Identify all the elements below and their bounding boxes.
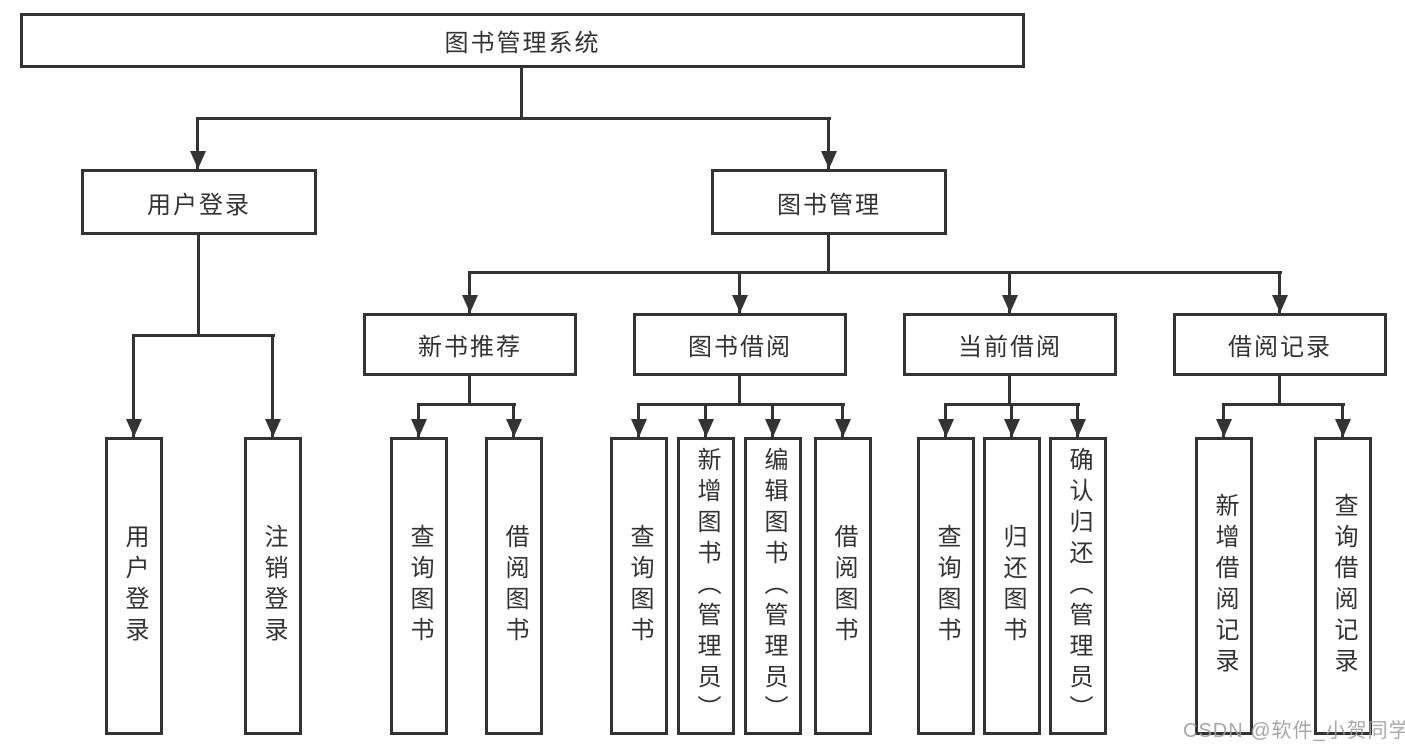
arrow-down-icon bbox=[1216, 419, 1232, 437]
arrow-down-icon bbox=[265, 419, 281, 437]
node-leaf-query-borrow-record: 查询借阅记录 bbox=[1314, 437, 1372, 735]
arrow-down-icon bbox=[1272, 295, 1288, 313]
connector-drop-level3 bbox=[468, 273, 471, 313]
node-leaf-query-books-recommend: 查询图书 bbox=[390, 437, 448, 735]
connector-drop-level3 bbox=[1008, 273, 1011, 313]
node-label: 注销登录 bbox=[260, 524, 287, 648]
arrow-down-icon bbox=[835, 419, 851, 437]
connector-drop-book-management bbox=[827, 117, 830, 169]
connector-group-stem bbox=[468, 376, 471, 405]
connector-group-rail bbox=[944, 403, 1080, 406]
node-user-login: 用户登录 bbox=[81, 169, 317, 235]
arrow-down-icon bbox=[462, 295, 478, 313]
node-label: 图书管理系统 bbox=[444, 30, 601, 57]
connector-group-rail bbox=[1222, 403, 1345, 406]
node-label: 归还图书 bbox=[999, 524, 1026, 648]
node-leaf-logout: 注销登录 bbox=[244, 437, 302, 735]
arrow-down-icon bbox=[698, 419, 714, 437]
node-leaf-borrow-books: 借阅图书 bbox=[814, 437, 872, 735]
node-leaf-user-login: 用户登录 bbox=[105, 437, 163, 735]
arrow-down-icon bbox=[732, 295, 748, 313]
node-label: 用户登录 bbox=[121, 524, 148, 648]
connector-group-rail bbox=[637, 403, 845, 406]
node-label: 当前借阅 bbox=[958, 334, 1062, 361]
connector-drop-leaf bbox=[132, 336, 135, 437]
node-leaf-borrow-books-recommend: 借阅图书 bbox=[485, 437, 543, 735]
connector-root-stem bbox=[520, 68, 523, 118]
connector-group-rail bbox=[417, 403, 516, 406]
node-leaf-edit-book-admin: 编辑图书（管理员） bbox=[744, 437, 802, 735]
node-label: 新书推荐 bbox=[418, 334, 522, 361]
node-borrow-records: 借阅记录 bbox=[1173, 313, 1387, 376]
arrow-down-icon bbox=[190, 151, 206, 169]
node-leaf-confirm-return-admin: 确认归还（管理员） bbox=[1049, 437, 1107, 735]
node-leaf-add-borrow-record: 新增借阅记录 bbox=[1195, 437, 1253, 735]
csdn-watermark: CSDN @软件_小贺同学 bbox=[1183, 720, 1405, 742]
arrow-down-icon bbox=[1004, 419, 1020, 437]
node-new-book-recommend: 新书推荐 bbox=[363, 313, 577, 376]
node-leaf-query-books-borrow: 查询图书 bbox=[610, 437, 668, 735]
arrow-down-icon bbox=[126, 419, 142, 437]
node-book-borrow: 图书借阅 bbox=[633, 313, 847, 376]
node-book-management: 图书管理 bbox=[711, 169, 947, 235]
node-label: 图书借阅 bbox=[688, 334, 792, 361]
arrow-down-icon bbox=[631, 419, 647, 437]
node-label: 借阅图书 bbox=[501, 524, 528, 648]
node-label: 查询图书 bbox=[626, 524, 653, 648]
connector-group-stem bbox=[1008, 376, 1011, 405]
connector-group-stem bbox=[738, 376, 741, 405]
node-label: 用户登录 bbox=[147, 191, 251, 219]
node-label: 查询借阅记录 bbox=[1330, 493, 1357, 679]
node-label: 新增借阅记录 bbox=[1211, 493, 1238, 679]
node-current-borrow: 当前借阅 bbox=[903, 313, 1117, 376]
arrow-down-icon bbox=[411, 419, 427, 437]
arrow-down-icon bbox=[1002, 295, 1018, 313]
node-leaf-add-book-admin: 新增图书（管理员） bbox=[677, 437, 735, 735]
connector-user-login-rail bbox=[132, 334, 275, 337]
node-label: 确认归还（管理员） bbox=[1065, 446, 1092, 726]
connector-book-management-stem bbox=[827, 235, 830, 273]
arrow-down-icon bbox=[765, 419, 781, 437]
connector-drop-user-login bbox=[196, 117, 199, 169]
connector-drop-leaf bbox=[271, 336, 274, 437]
node-label: 编辑图书（管理员） bbox=[760, 446, 787, 726]
connector-user-login-stem bbox=[197, 235, 200, 336]
node-label: 借阅记录 bbox=[1228, 334, 1332, 361]
connector-book-management-rail bbox=[468, 271, 1282, 274]
node-label: 新增图书（管理员） bbox=[693, 446, 720, 726]
arrow-down-icon bbox=[938, 419, 954, 437]
node-label: 查询图书 bbox=[406, 524, 433, 648]
node-label: 图书管理 bbox=[777, 191, 881, 219]
node-label: 查询图书 bbox=[933, 524, 960, 648]
node-root: 图书管理系统 bbox=[20, 13, 1025, 68]
node-leaf-return-book: 归还图书 bbox=[983, 437, 1041, 735]
arrow-down-icon bbox=[1335, 419, 1351, 437]
arrow-down-icon bbox=[1070, 419, 1086, 437]
node-label: 借阅图书 bbox=[830, 524, 857, 648]
connector-root-rail bbox=[197, 117, 831, 120]
arrow-down-icon bbox=[506, 419, 522, 437]
node-leaf-query-books-current: 查询图书 bbox=[917, 437, 975, 735]
connector-drop-level3 bbox=[1278, 273, 1281, 313]
connector-drop-level3 bbox=[738, 273, 741, 313]
connector-group-stem bbox=[1278, 376, 1281, 405]
arrow-down-icon bbox=[821, 151, 837, 169]
